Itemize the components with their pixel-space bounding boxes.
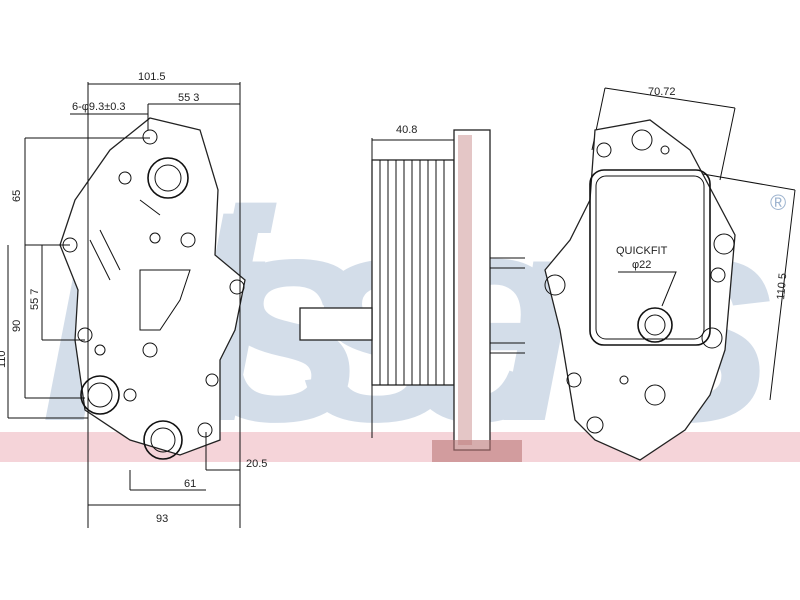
core-fins	[379, 160, 445, 385]
studs	[490, 257, 525, 354]
cooler-core	[371, 159, 455, 386]
dim-height-total: 110	[0, 350, 8, 368]
dim-hole-offset: 55 3	[178, 92, 199, 104]
core-outline	[589, 169, 711, 346]
dim-width-61: 61	[184, 478, 196, 490]
dim-offset-bottom: 20.5	[246, 458, 267, 470]
dim-height-90: 90	[11, 320, 23, 332]
port-lower-right	[143, 420, 183, 460]
internal-ribs	[89, 171, 219, 387]
quickfit-connector	[299, 307, 373, 341]
front-dimension-lines	[7, 82, 241, 528]
dim-overall-width: 101.5	[138, 71, 166, 83]
rear-holes	[544, 129, 735, 434]
front-plate-outline	[59, 117, 246, 456]
front-view: 101.5 6-φ9.3±0.3 55 3 65 55 7 90 110 20.…	[0, 71, 267, 528]
quickfit-diameter: φ22	[632, 259, 651, 271]
dim-rear-height: 110 5	[775, 273, 789, 301]
port-lower-left	[80, 375, 120, 415]
dim-height-mid: 55 7	[29, 289, 41, 310]
gasket-section	[432, 440, 522, 462]
registered-mark: ®	[770, 190, 786, 215]
quickfit-label: QUICKFIT	[616, 245, 668, 257]
dim-depth: 40.8	[396, 124, 417, 136]
dim-width-93: 93	[156, 513, 168, 525]
rear-dim-lines	[591, 87, 796, 401]
quickfit-port	[637, 307, 673, 343]
dim-hole-spec: 6-φ9.3±0.3	[72, 101, 126, 113]
rear-plate-outline	[544, 119, 736, 461]
mounting-holes	[62, 129, 245, 438]
dim-rear-width: 70.72	[648, 86, 676, 98]
port-upper	[147, 157, 189, 199]
rear-view: 70.72 110 5 QUICKFIT φ22	[544, 86, 796, 461]
dim-height-upper: 65	[11, 190, 23, 202]
side-view: 40.8	[299, 124, 525, 462]
